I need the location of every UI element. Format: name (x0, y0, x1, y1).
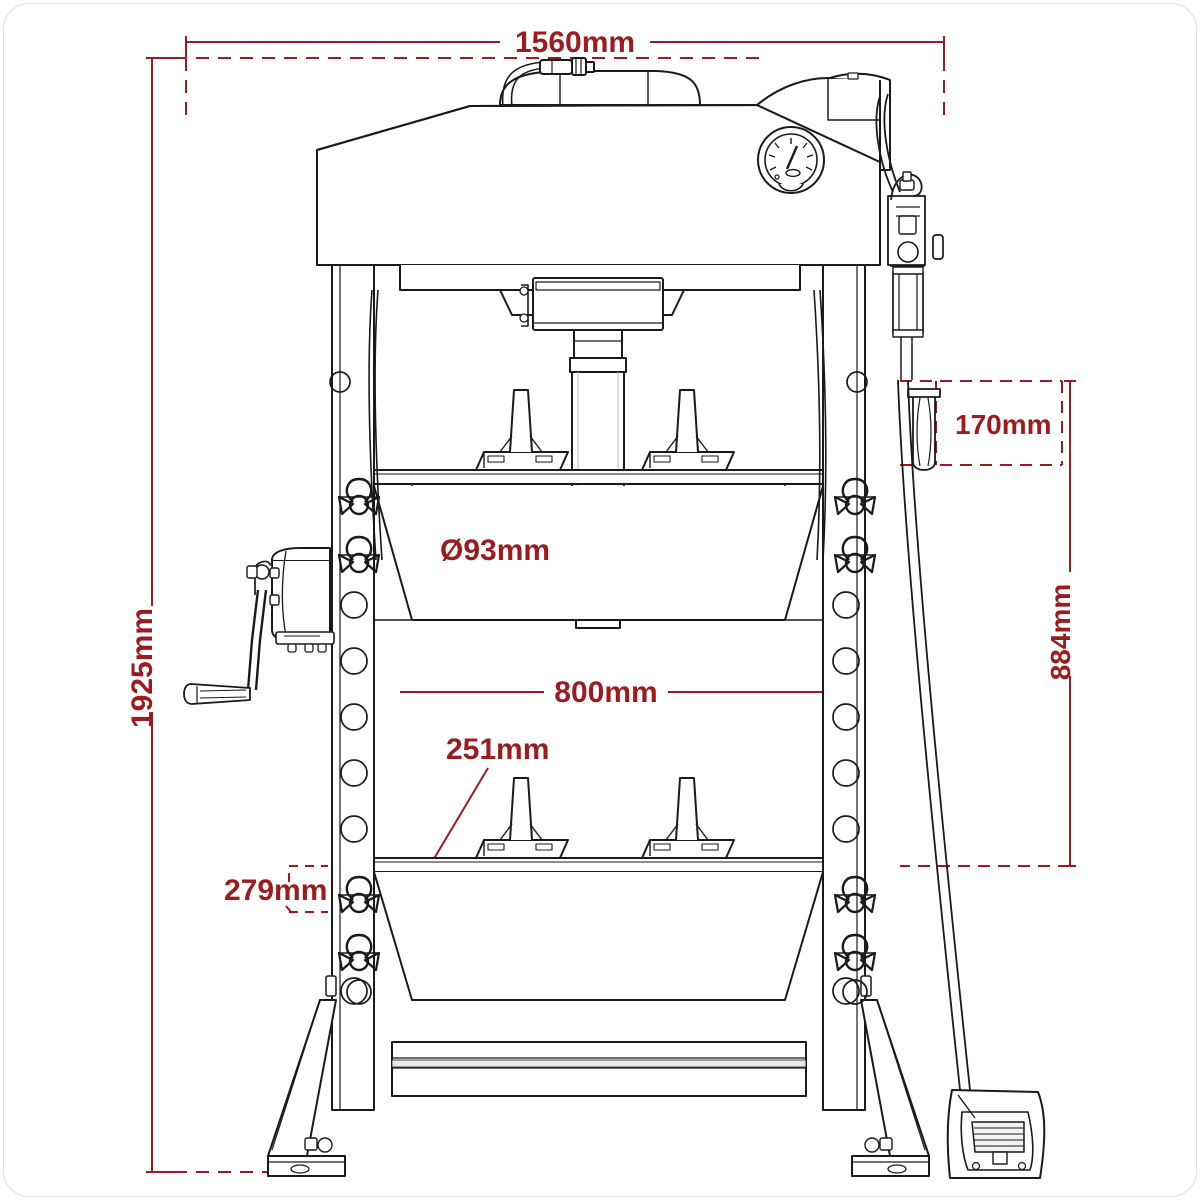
reservoir-cap (499, 57, 701, 108)
upright-holes-right (832, 591, 860, 1005)
dim-foot-279-bracket (285, 865, 328, 914)
dimension-labels: 1560mm 1925mm 884mm 170mm Ø93mm 800mm 25… (126, 26, 1076, 907)
dim-label-170: 170mm (955, 409, 1052, 440)
lower-v-blocks (475, 777, 735, 859)
bed-retainer-rings (346, 979, 868, 1005)
hydraulic-hose (875, 93, 971, 1091)
hydraulic-housing (316, 104, 881, 266)
dim-vblock-251-leader (431, 767, 489, 863)
upper-press-beam (373, 484, 824, 621)
dim-label-251: 251mm (446, 733, 549, 766)
base-crossbeam (391, 1041, 807, 1097)
pump-handle (907, 388, 941, 471)
press-machine-outline (183, 57, 1046, 1179)
dim-label-279: 279mm (224, 874, 327, 907)
dim-clearance-884-line (900, 380, 1076, 867)
upper-bolster (373, 469, 824, 485)
frame-upright-left (331, 264, 375, 1111)
winch-drum (183, 547, 335, 705)
winch-cable-right (813, 289, 827, 561)
foot-pedal (946, 1089, 1046, 1179)
dim-label-800: 800mm (554, 676, 657, 709)
upright-holes-left (340, 591, 368, 1005)
lower-press-beam (373, 871, 824, 1001)
winch-cable (368, 289, 383, 561)
lower-bolster (373, 857, 824, 873)
dim-label-884: 884mm (1045, 584, 1076, 681)
base-legs (267, 975, 930, 1177)
upright-bushings (329, 371, 868, 393)
dim-label-93: Ø93mm (440, 534, 550, 567)
dim-label-1925: 1925mm (126, 608, 159, 728)
dim-height-1925-line (146, 57, 300, 1173)
reservoir-tank (756, 72, 891, 171)
pressure-gauge (757, 126, 825, 194)
dim-extension-dashed-top (152, 57, 945, 120)
valve-block (887, 171, 944, 380)
dim-label-1560: 1560mm (515, 26, 635, 59)
